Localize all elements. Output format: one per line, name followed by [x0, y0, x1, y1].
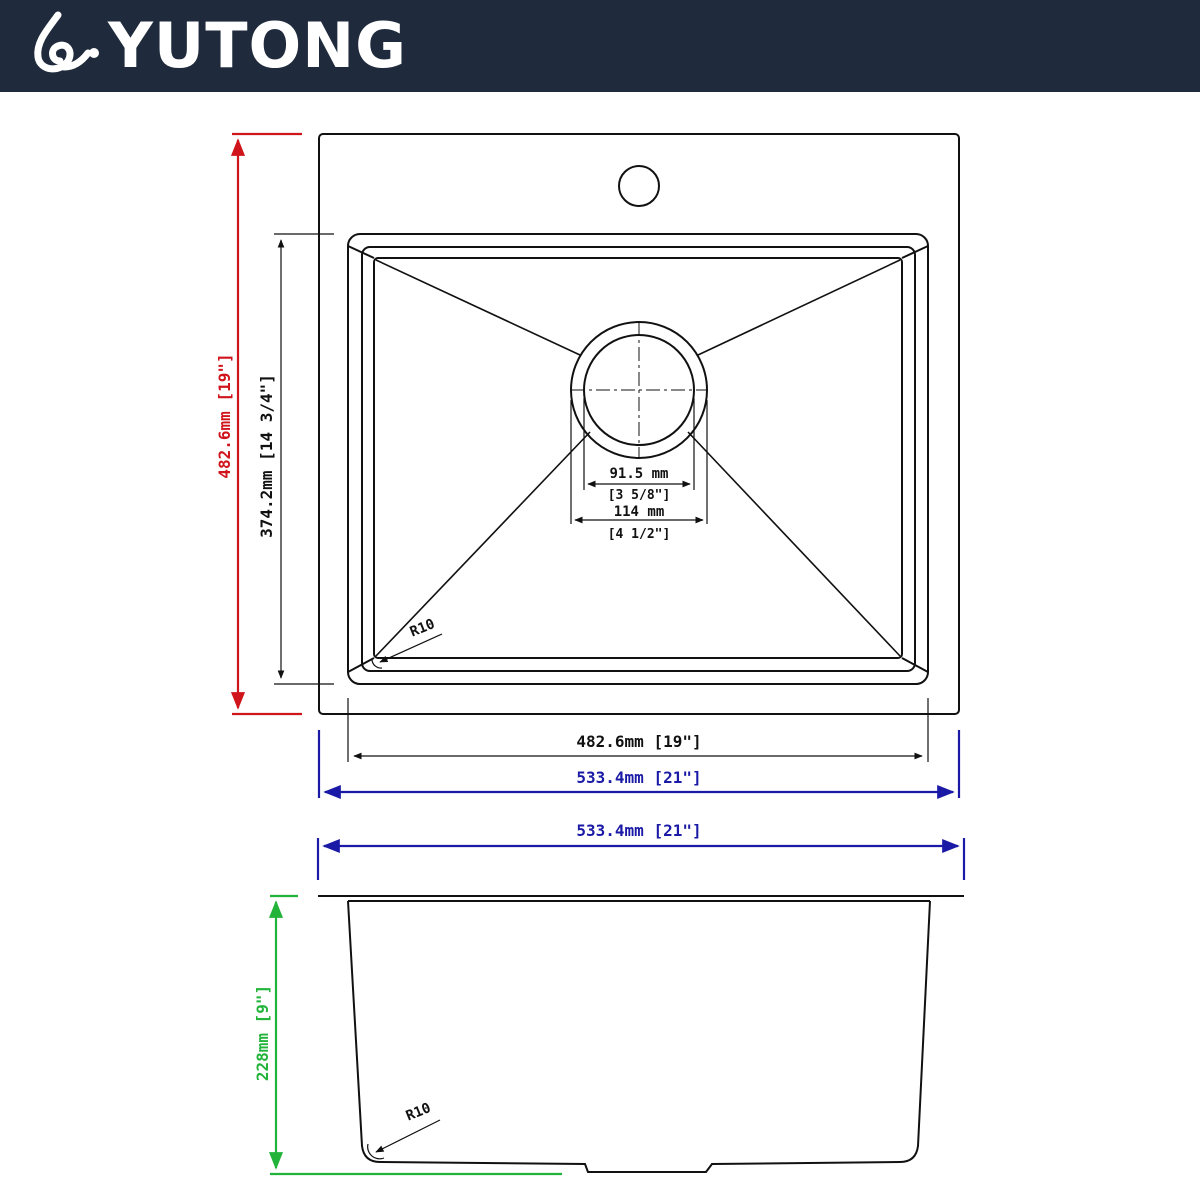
- corner-radius-leader: [371, 633, 443, 669]
- faucet-hole: [618, 165, 660, 207]
- side-corner-radius-leader: [367, 1119, 441, 1160]
- bowl-width-dimension: [347, 698, 929, 762]
- overall-height-label: 482.6mm [19"]: [215, 353, 234, 478]
- depth-dimension: [268, 894, 562, 1176]
- drain-outer-label: 114 mm: [614, 504, 665, 520]
- bowl-height-label: 374.2mm [14 3/4"]: [257, 374, 276, 538]
- bowl-height-dimension: [274, 233, 334, 685]
- side-width-label: 533.4mm [21"]: [576, 821, 701, 840]
- drain-dimension-lines: [570, 398, 708, 524]
- drain-centerlines: [571, 322, 707, 458]
- top-view: [274, 133, 960, 762]
- side-view: [318, 895, 964, 1173]
- side-corner-radius-label: R10: [404, 1100, 433, 1124]
- bowl-width-label: 482.6mm [19"]: [576, 732, 701, 751]
- corner-radius-label: R10: [408, 616, 437, 640]
- brand-header: YUTONG: [0, 0, 1200, 92]
- bowl-floor: [373, 257, 903, 659]
- bowl-corner-bevels: [347, 245, 929, 673]
- bowl-outer-edge: [347, 233, 929, 685]
- brand-name: YUTONG: [108, 9, 408, 82]
- bowl-inner-edge: [361, 246, 916, 672]
- brand: YUTONG: [28, 8, 407, 84]
- drain-outer-inch-label: [4 1/2"]: [608, 527, 671, 542]
- side-width-dimension: [316, 838, 966, 880]
- overall-width-label: 533.4mm [21"]: [576, 768, 701, 787]
- drain-inner-inch-label: [3 5/8"]: [608, 488, 671, 503]
- sink-outer-rim: [318, 133, 960, 715]
- depth-label: 228mm [9"]: [253, 985, 272, 1081]
- bowl-slope-lines: [375, 259, 901, 657]
- drain-inner-label: 91.5 mm: [609, 466, 668, 482]
- yutong-logo-icon: [34, 11, 99, 73]
- overall-height-dimension: [230, 132, 302, 716]
- overall-width-dimension: [317, 730, 961, 800]
- side-bowl-profile: [347, 900, 931, 1173]
